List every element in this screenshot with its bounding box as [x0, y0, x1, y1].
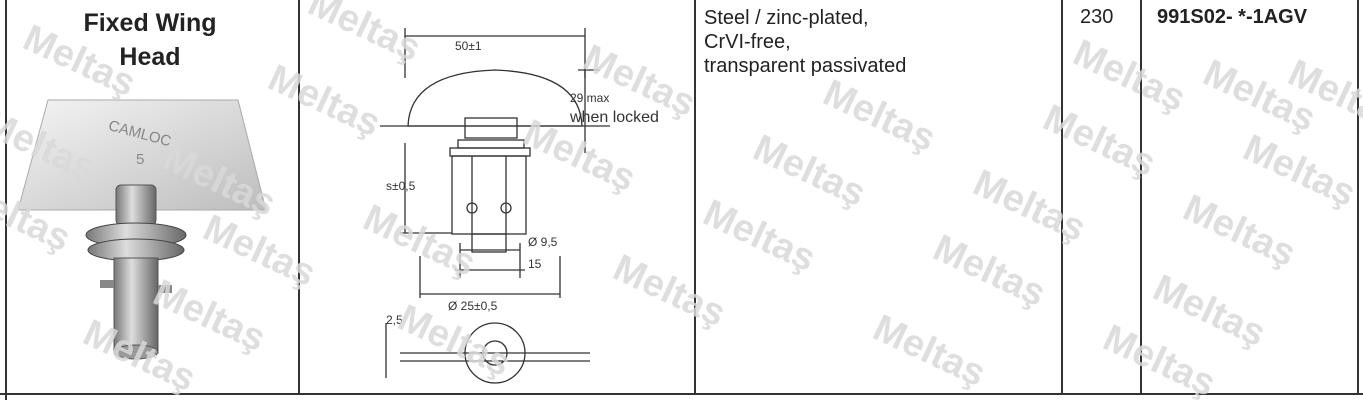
dim-thick-label: 2,5 [386, 313, 403, 327]
material-cell: Steel / zinc-plated, CrVI-free, transpar… [704, 6, 906, 78]
column-divider [298, 0, 300, 395]
photo-stamp-2: 5 [136, 151, 144, 168]
watermark: Meltaş [746, 127, 872, 216]
dim-height-label: 29 max [570, 91, 609, 105]
dim-len-label: 15 [528, 257, 542, 271]
dim-height-note: when locked [569, 109, 659, 126]
dim-dia1-label: Ø 9,5 [528, 235, 558, 249]
watermark: Meltaş [696, 192, 822, 281]
watermark: Meltaş [1036, 97, 1162, 186]
product-photo: CAMLOC 5 [18, 99, 267, 360]
title-line-2: Head [119, 43, 181, 71]
watermark: Meltaş [966, 162, 1092, 251]
title-line-1: Fixed Wing [83, 9, 217, 37]
quantity-cell: 230 [1080, 6, 1114, 28]
technical-drawing: 50±1 29 max when locked s±0,5 Ø 9,5 15 Ø… [380, 28, 659, 384]
column-divider [5, 0, 7, 400]
watermark: Meltaş [1066, 32, 1192, 121]
column-divider [694, 0, 696, 395]
dim-dia2-label: Ø 25±0,5 [448, 299, 498, 313]
dim-stroke-label: s±0,5 [386, 179, 416, 193]
product-title: Fixed Wing Head [40, 6, 260, 74]
row-divider [0, 393, 1363, 395]
part-number-cell: 991S02- *-1AGV [1157, 6, 1308, 28]
watermark: Meltaş [1176, 187, 1302, 276]
column-divider [1061, 0, 1063, 395]
material-line: CrVI-free, [704, 31, 791, 53]
dim-width-label: 50±1 [455, 39, 482, 53]
material-line: transparent passivated [704, 55, 907, 77]
column-divider [1140, 0, 1142, 395]
watermark: Meltaş [926, 227, 1052, 316]
column-divider [1357, 0, 1359, 395]
watermark: Meltaş [816, 72, 942, 161]
watermark: Meltaş [1236, 127, 1362, 216]
material-line: Steel / zinc-plated, [704, 7, 869, 29]
watermark: Meltaş [866, 307, 992, 396]
